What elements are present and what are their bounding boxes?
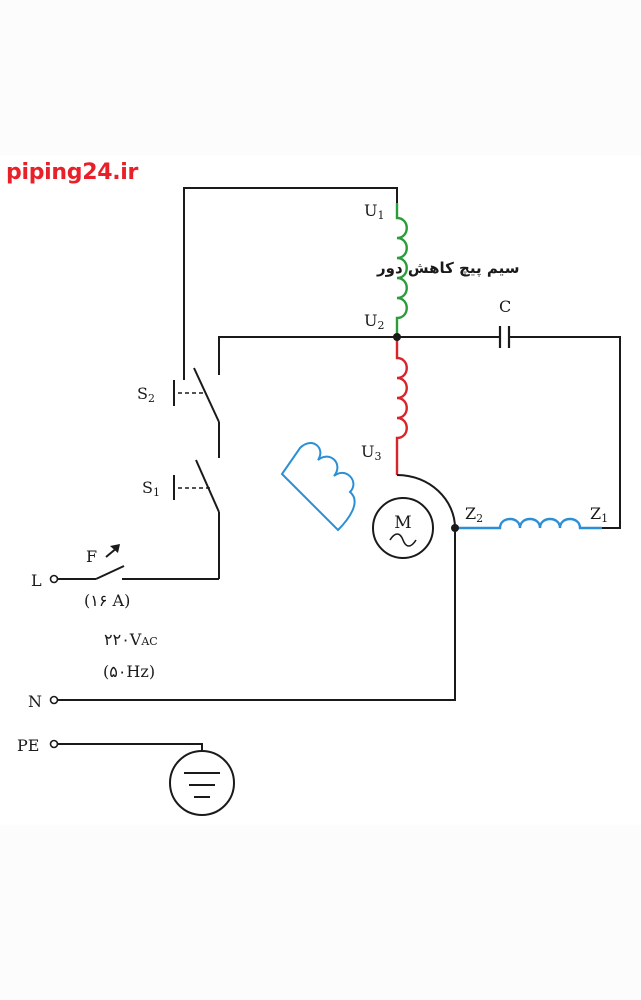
terminal-n [49, 695, 59, 705]
label-u1: U1 [364, 201, 384, 222]
wire-u3-to-motor [396, 474, 456, 529]
switch-s2 [173, 367, 220, 458]
label-u3: U3 [361, 442, 381, 463]
fuse-icon [95, 544, 125, 580]
capacitor-icon [498, 326, 511, 348]
motor-label: M [394, 513, 411, 533]
coil-icon [280, 442, 356, 532]
coil-low-speed [395, 203, 408, 338]
terminal-pe [49, 739, 59, 749]
switch-icon [193, 367, 220, 423]
label-fuse-rating: (۱۶ A) [84, 591, 130, 610]
coil-main [395, 338, 408, 475]
wire-s2-to-u1 [183, 187, 398, 372]
label-u2: U2 [364, 311, 384, 332]
switch-icon [195, 459, 220, 513]
label-z2: Z2 [465, 504, 483, 525]
wire-z2-to-n [58, 528, 456, 701]
diagram-canvas: M U1 U2 U3 Z2 Z1 C سیم پیچ ک [0, 155, 641, 825]
label-line: L [31, 571, 42, 590]
watermark-text: piping24.ir [6, 160, 139, 185]
terminal-l [49, 574, 59, 584]
wire-u2-bus [218, 336, 499, 375]
label-capacitor: C [499, 297, 511, 316]
label-voltage: ۲۲۰VAC [104, 630, 158, 649]
label-s1: S1 [142, 478, 160, 499]
wiring-diagram: M U1 U2 U3 Z2 Z1 C سیم پیچ ک [17, 187, 621, 816]
coil-aux [455, 517, 602, 530]
label-s2: S2 [137, 384, 155, 405]
label-coil-note: سیم پیچ کاهش دور [376, 259, 520, 278]
switch-s1 [173, 459, 220, 579]
node-z2 [451, 524, 459, 532]
ground-icon [169, 750, 235, 816]
node-u2 [393, 333, 401, 341]
label-z1: Z1 [590, 504, 608, 525]
label-neutral: N [28, 692, 42, 711]
label-fuse: F [86, 547, 97, 566]
label-frequency: (۵۰Hz) [103, 662, 155, 681]
motor-icon: M [372, 497, 434, 559]
label-earth: PE [17, 736, 39, 755]
wire-cap-to-z1 [510, 336, 621, 529]
